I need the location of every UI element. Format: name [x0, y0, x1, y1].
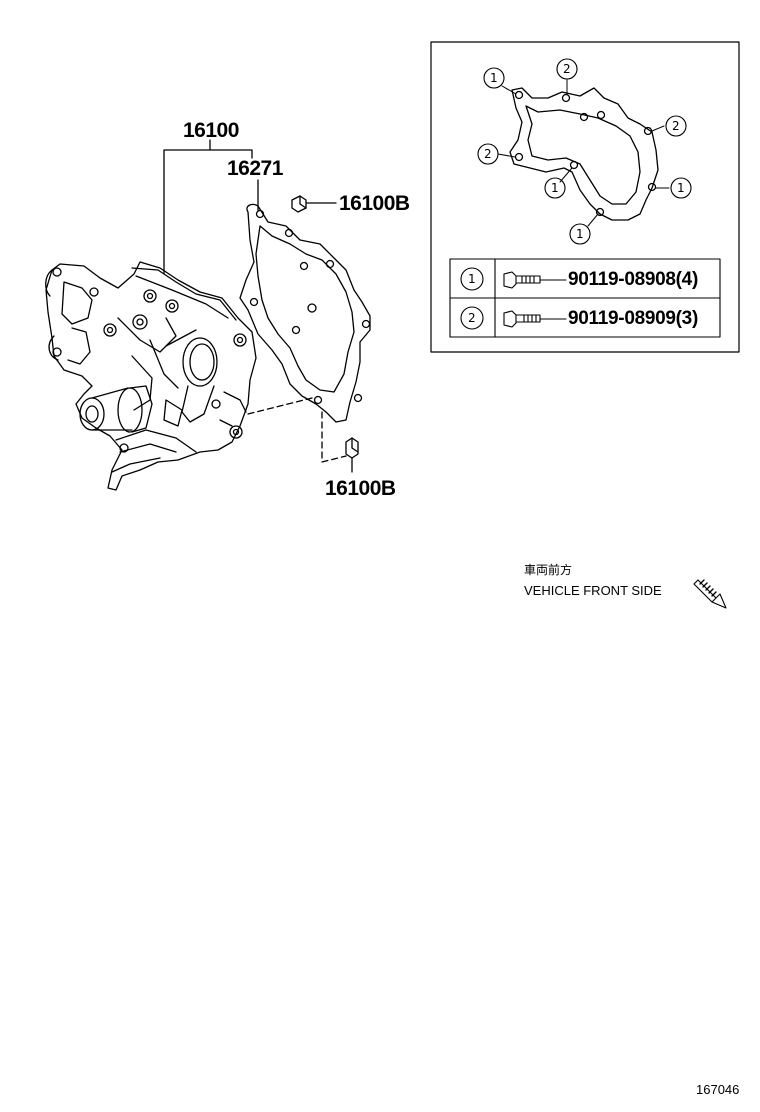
- callout-number: 2: [484, 147, 492, 161]
- direction-label-english: VEHICLE FRONT SIDE: [524, 583, 662, 598]
- bolt-ref: 1: [468, 272, 476, 286]
- inset-box: [430, 41, 740, 353]
- plug-top-drawing: [291, 195, 337, 213]
- callout-number: 1: [677, 181, 685, 195]
- bolt-icon: [503, 271, 541, 289]
- part-label-water-pump: 16100: [183, 119, 239, 142]
- plug-bottom-drawing: [345, 437, 359, 473]
- bolt-part-number: 90119-08909(3): [568, 308, 698, 329]
- callout-number: 1: [576, 227, 584, 241]
- inset-gasket-drawing: [509, 87, 659, 221]
- bolt-table: [449, 258, 721, 338]
- front-direction-arrow-icon: [693, 579, 727, 609]
- inset-callout-circles: [477, 58, 692, 245]
- bolt-ref: 2: [468, 311, 476, 325]
- callout-number: 2: [563, 62, 571, 76]
- part-label-plug-top: 16100B: [339, 192, 410, 215]
- bolt-part-number: 90119-08908(4): [568, 269, 698, 290]
- bolt-icon: [503, 310, 541, 328]
- callout-number: 1: [490, 71, 498, 85]
- gasket-drawing: [239, 203, 371, 423]
- inset-leaders: [497, 79, 670, 227]
- leader-16100: [163, 139, 253, 275]
- part-label-plug-bottom: 16100B: [325, 477, 396, 500]
- callout-number: 2: [672, 119, 680, 133]
- part-label-gasket: 16271: [227, 157, 283, 180]
- direction-label-japanese: 車両前方: [524, 563, 573, 577]
- callout-number: 1: [551, 181, 559, 195]
- water-pump-drawing: [45, 261, 257, 491]
- assembly-dashed-lines: [247, 397, 347, 463]
- figure-id: 167046: [696, 1082, 740, 1097]
